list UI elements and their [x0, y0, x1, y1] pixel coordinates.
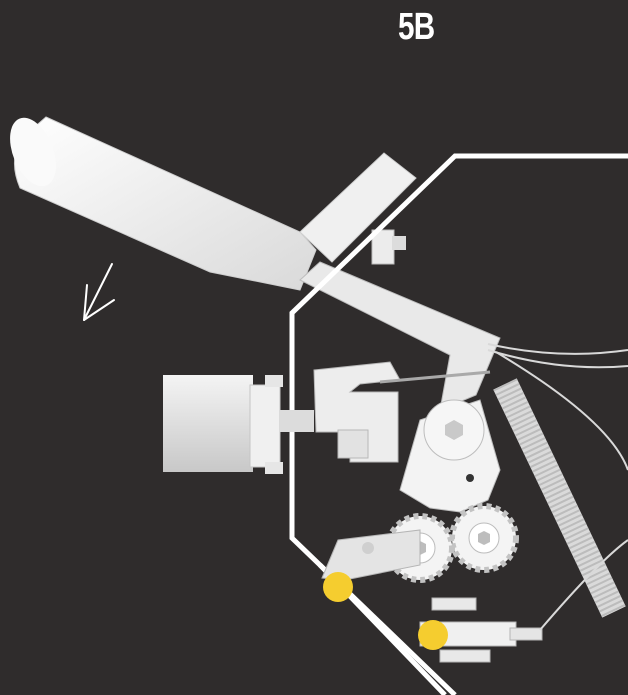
arrow-down-left-icon [84, 264, 114, 320]
coil-spring [505, 384, 614, 612]
top-bracket [372, 230, 406, 264]
marker-dot-bottom [418, 620, 448, 650]
roller-handle [1, 111, 316, 290]
marker-dot-left [323, 572, 353, 602]
sector-gear [400, 400, 500, 512]
gear-large-right [452, 506, 516, 570]
